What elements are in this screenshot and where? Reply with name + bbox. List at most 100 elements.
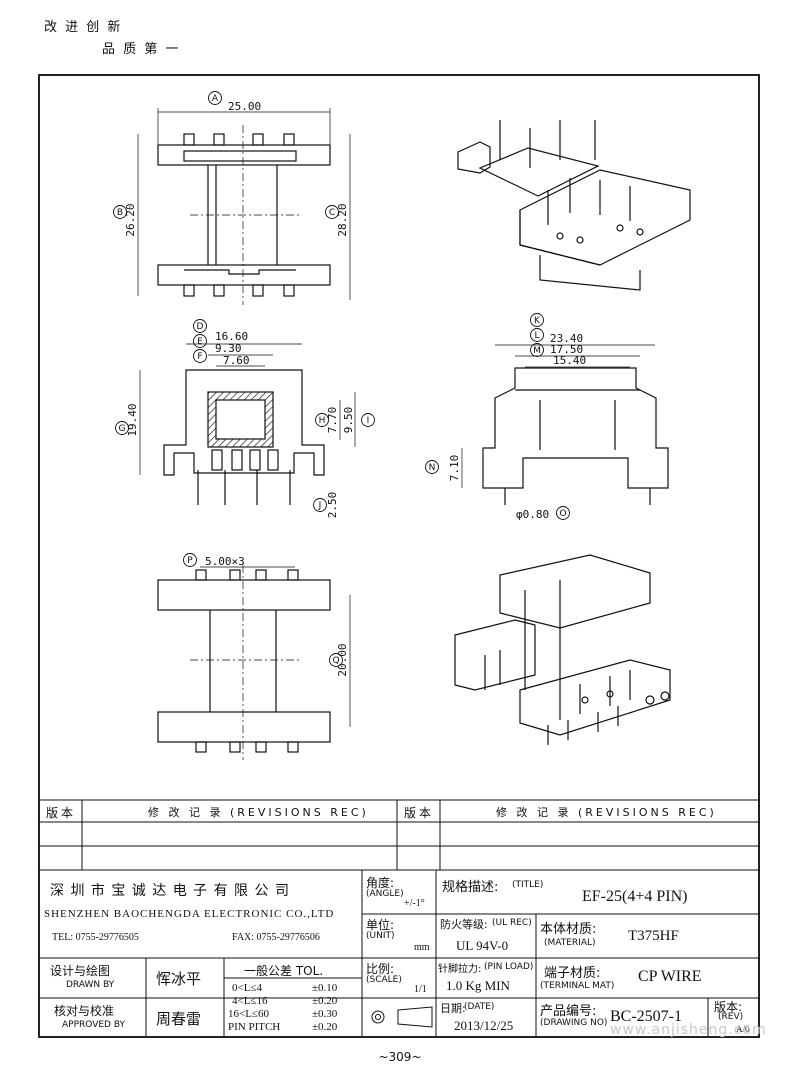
label-p: P: [187, 556, 193, 566]
tol-range-4: PIN PITCH: [228, 1021, 281, 1033]
title-label-en: (TITLE): [512, 880, 544, 890]
drawing-frame: [38, 74, 760, 1038]
drawing-no-label-en: (DRAWING NO): [540, 1018, 608, 1028]
tol-range-1: 0<L≤4: [232, 982, 262, 994]
drawing-no-value: BC-2507-1: [610, 1008, 682, 1025]
terminal-label-en: (TERMINAL MAT): [540, 981, 615, 991]
material-value: T375HF: [628, 928, 679, 944]
tol-value-1: ±0.10: [312, 982, 338, 994]
dim-top-width: 25.00: [228, 100, 261, 113]
scale-value: 1/1: [414, 984, 427, 995]
label-c: C: [329, 208, 335, 218]
approved-by-label: 核对与校准: [54, 1004, 115, 1018]
rev-record-header-1: 修 改 记 录 (REVISIONS REC): [148, 806, 369, 819]
side-view: [461, 344, 669, 505]
label-e: E: [197, 337, 203, 347]
top-view: [137, 108, 351, 305]
date-label: 日期:: [440, 1002, 466, 1015]
rev-version-header-1: 版本: [46, 806, 77, 820]
label-g: G: [119, 424, 126, 434]
pin-load-label-en: (PIN LOAD): [484, 962, 534, 972]
front-view: [139, 343, 356, 505]
drawn-by-value: 恽冰平: [156, 970, 202, 988]
dim-top-height-b: 26.20: [124, 203, 137, 236]
pin-load-value: 1.0 Kg MIN: [446, 978, 510, 993]
dim-bottom-pitch-p: 5.00×3: [205, 555, 245, 568]
dim-front-height-i: 9.50: [342, 407, 355, 434]
dim-front-width-e: 9.30: [215, 342, 242, 355]
ul-label: 防火等级:: [440, 918, 488, 931]
dim-side-width-m: 15.40: [553, 354, 586, 367]
label-b: B: [117, 208, 123, 218]
title-label: 规格描述:: [442, 880, 499, 895]
label-n: N: [429, 463, 436, 473]
terminal-value: CP WIRE: [638, 968, 702, 985]
page-number: ~309~: [378, 1050, 422, 1064]
tol-range-2: 4<L≤16: [232, 995, 268, 1007]
iso-view-top: [457, 120, 691, 291]
company-fax: FAX: 0755-29776506: [232, 932, 320, 943]
pin-load-label: 针脚拉力:: [438, 964, 482, 975]
company-name-en: SHENZHEN BAOCHENGDA ELECTRONIC CO.,LTD: [44, 908, 335, 920]
material-label: 本体材质:: [540, 922, 597, 937]
label-h: H: [319, 416, 326, 426]
slogan-line-2: 品 质 第 一: [102, 42, 181, 57]
tol-value-3: ±0.30: [312, 1008, 338, 1020]
dim-front-width-d: 16.60: [215, 330, 248, 343]
slogan-line-1: 改 进 创 新: [44, 20, 123, 35]
iso-view-bottom: [454, 554, 671, 745]
rev-version-header-2: 版本: [404, 806, 435, 820]
dim-front-pin-j: 2.50: [326, 492, 339, 519]
terminal-label: 端子材质:: [544, 966, 601, 981]
dim-top-height-c: 28.20: [336, 203, 349, 236]
company-name-cn: 深 圳 市 宝 诚 达 电 子 有 限 公 司: [50, 883, 290, 899]
angle-label: 角度:: [366, 876, 395, 890]
dim-front-width-f: 7.60: [223, 354, 250, 367]
rev-record-header-2: 修 改 记 录 (REVISIONS REC): [496, 806, 717, 819]
title-block-grid: [38, 799, 760, 1036]
drawing-no-label: 产品编号:: [540, 1004, 597, 1019]
material-label-en: (MATERIAL): [544, 938, 596, 948]
dim-side-width-l: 17.50: [550, 343, 583, 356]
title-value: EF-25(4+4 PIN): [582, 888, 688, 905]
dim-front-height-h: 7.70: [326, 407, 339, 434]
company-tel: TEL: 0755-29776505: [52, 932, 139, 943]
date-value: 2013/12/25: [454, 1018, 514, 1033]
approved-by-label-en: APPROVED BY: [62, 1020, 126, 1030]
tol-range-3: 16<L≤60: [228, 1008, 269, 1020]
label-i: I: [367, 416, 370, 426]
label-j: J: [318, 501, 322, 511]
dim-pin-diameter-o: φ0.80: [516, 508, 549, 521]
tolerance-label: 一般公差 TOL.: [244, 964, 324, 978]
unit-value: mm: [414, 942, 430, 953]
label-k: K: [534, 316, 541, 326]
dim-side-width-k: 23.40: [550, 332, 583, 345]
tol-value-2: ±0.20: [312, 995, 338, 1007]
approved-by-value: 周春雷: [156, 1010, 202, 1028]
label-l: L: [534, 331, 539, 341]
scale-label: 比例:: [366, 962, 395, 976]
rev-value: A/0: [736, 1024, 750, 1034]
ul-value: UL 94V-0: [456, 938, 509, 953]
dim-side-height-n: 7.10: [448, 455, 461, 482]
label-q: Q: [332, 656, 339, 666]
dim-front-height-g: 19.40: [126, 403, 139, 436]
ul-label-en: (UL REC): [492, 918, 532, 928]
label-m: M: [533, 346, 541, 356]
label-a: A: [212, 94, 219, 104]
angle-label-en: (ANGLE): [366, 889, 404, 899]
drawn-by-label-en: DRAWN BY: [66, 980, 115, 990]
label-o: O: [559, 509, 566, 519]
rev-label: 版本:: [714, 1000, 743, 1014]
label-f: F: [197, 352, 202, 362]
angle-value: +/-1°: [404, 898, 425, 909]
drawn-by-label: 设计与绘图: [50, 964, 111, 978]
scale-label-en: (SCALE): [366, 975, 402, 985]
watermark: www.anjisheng.com: [610, 1022, 767, 1038]
tol-value-4: ±0.20: [312, 1021, 338, 1033]
unit-label: 单位:: [366, 918, 395, 932]
unit-label-en: (UNIT): [366, 931, 395, 941]
rev-label-en: (REV): [718, 1012, 744, 1022]
label-d: D: [197, 322, 204, 332]
